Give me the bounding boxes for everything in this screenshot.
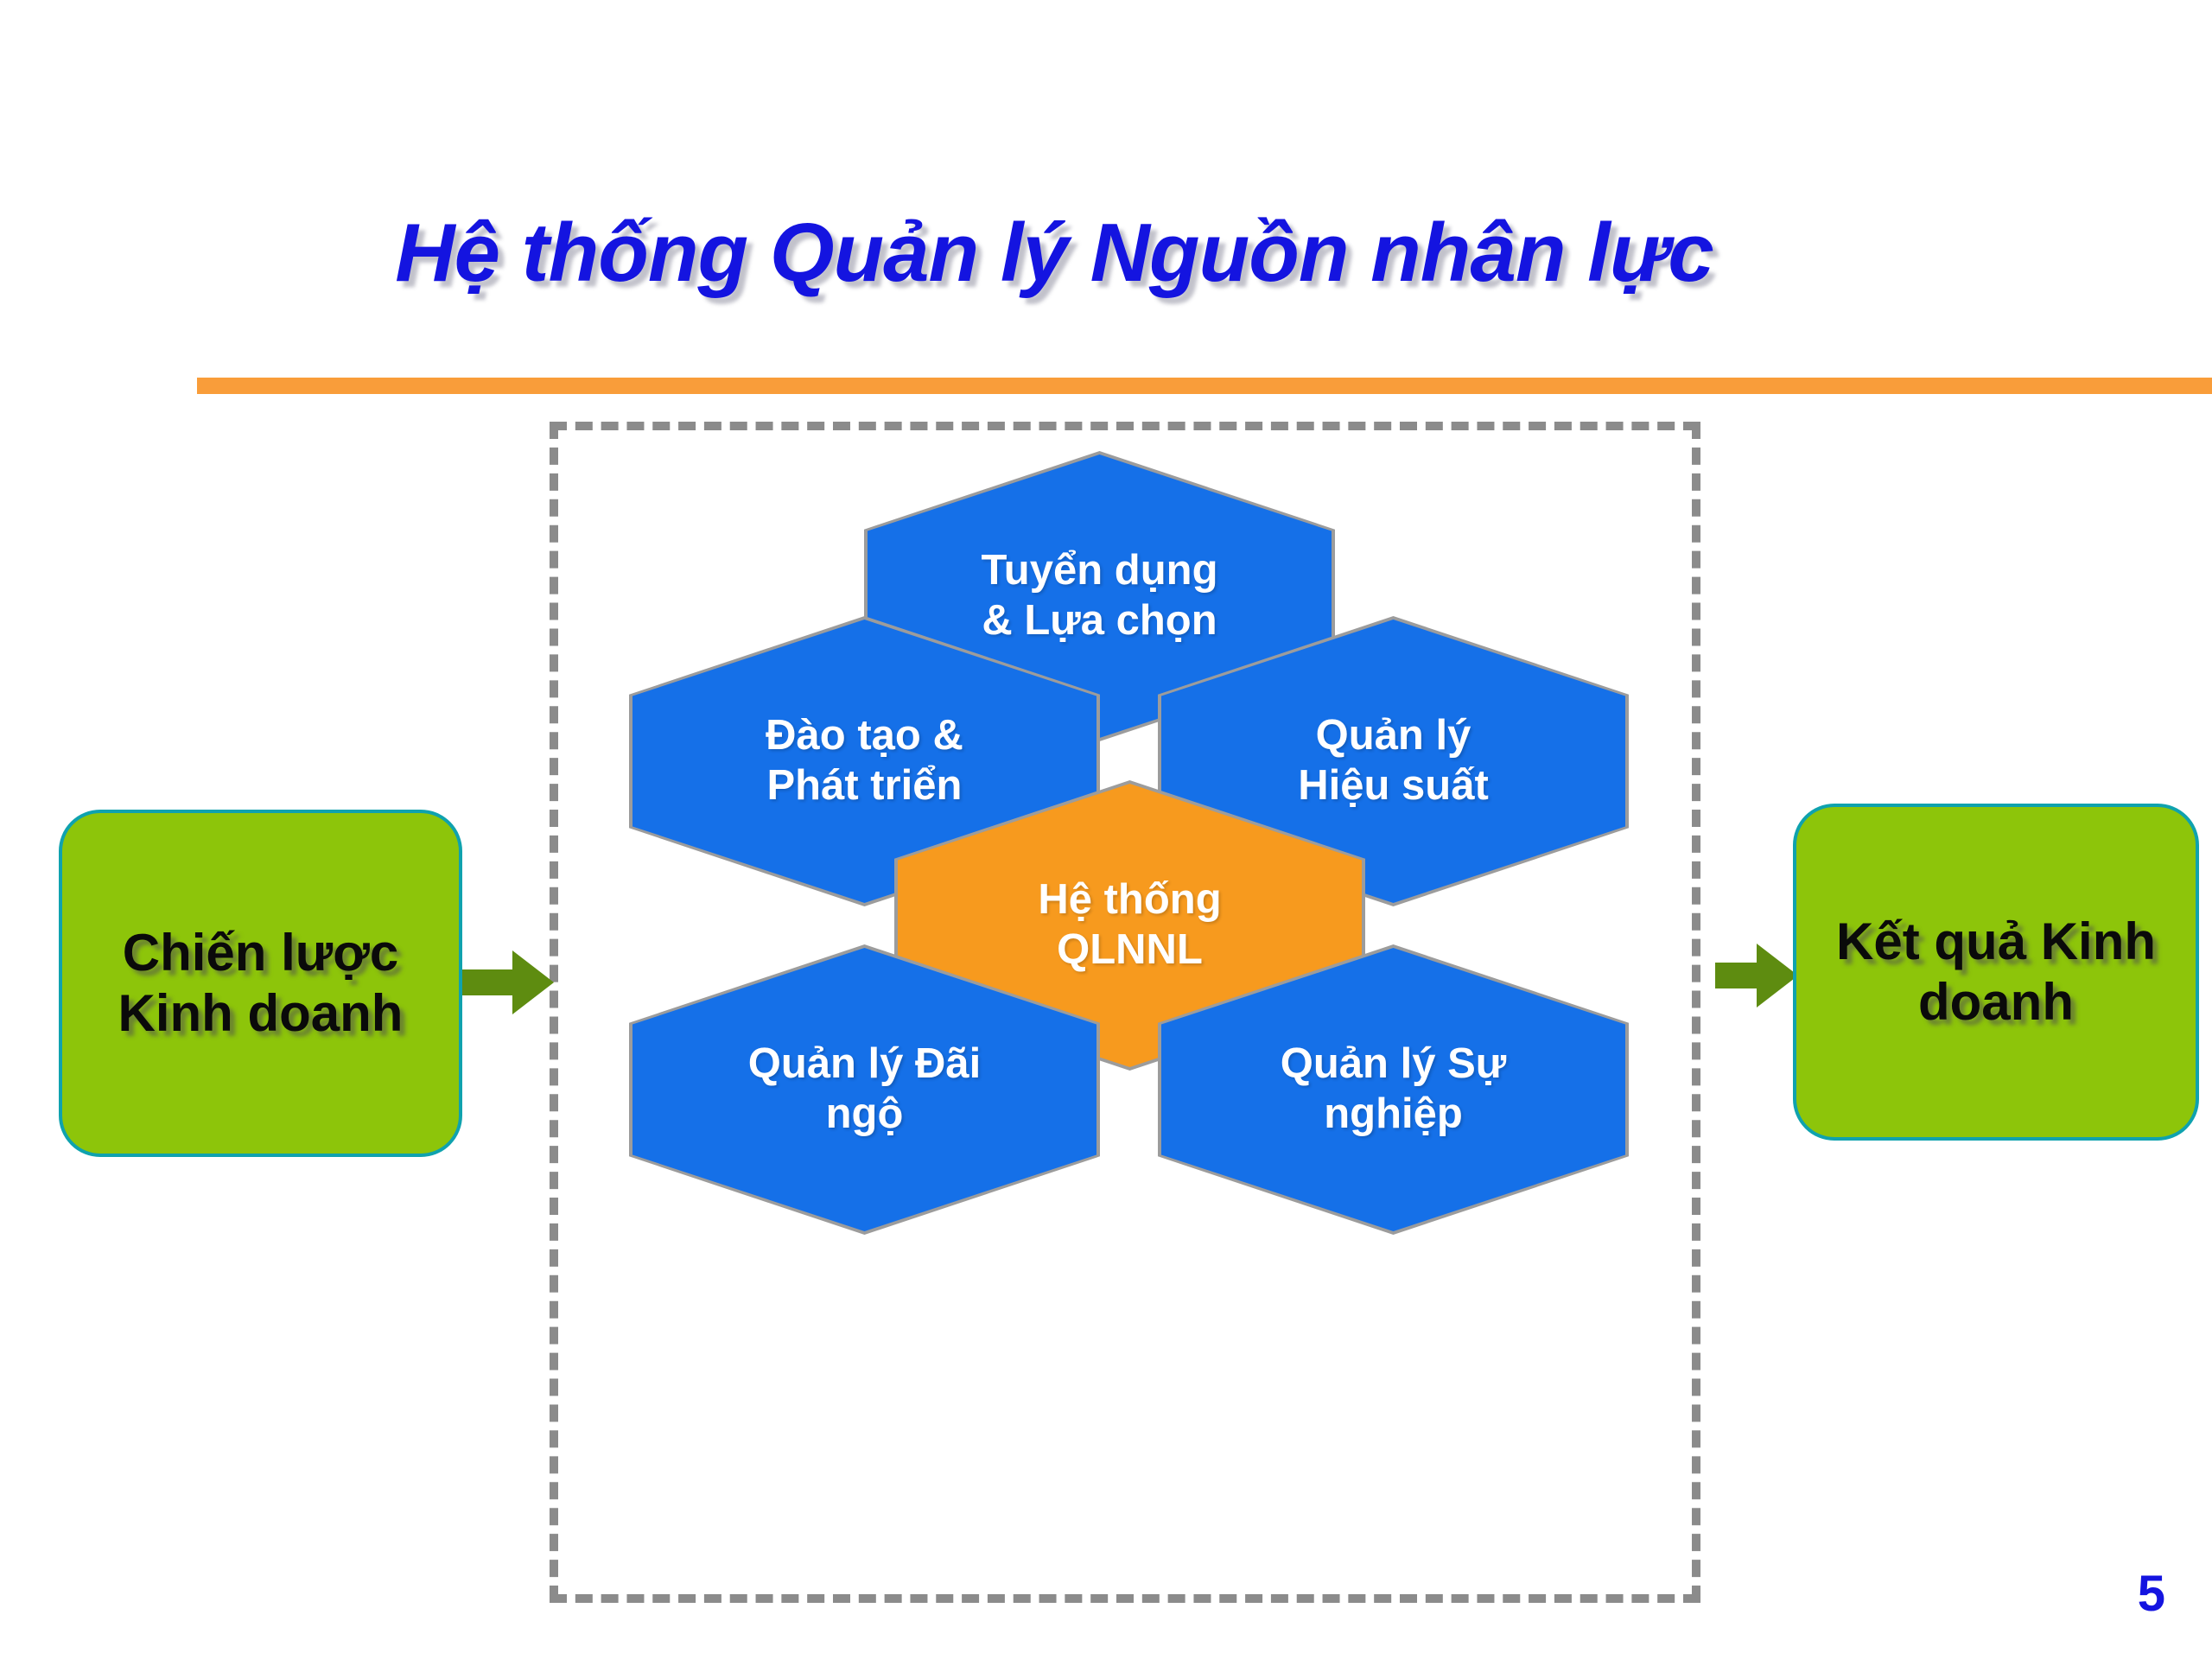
arrow-input-icon bbox=[462, 950, 554, 1014]
hexagon-performance-line2: Hiệu suất bbox=[1298, 762, 1489, 809]
hexagon-recruitment-line1: Tuyển dụng bbox=[981, 547, 1218, 594]
hexagon-compensation-line1: Quản lý Đãi bbox=[747, 1040, 982, 1088]
arrow-output-icon bbox=[1715, 944, 1798, 1007]
business-results-label: Kết quả Kinh doanh bbox=[1836, 912, 2156, 1031]
business-strategy-box[interactable]: Chiến lược Kinh doanh bbox=[59, 810, 462, 1157]
hexagon-career-line1: Quản lý Sự bbox=[1280, 1040, 1507, 1088]
page-number: 5 bbox=[2137, 1566, 2165, 1622]
hexagon-training-line2: Phát triển bbox=[766, 762, 963, 809]
arrow-output-head bbox=[1757, 944, 1798, 1007]
hexagon-career-label: Quản lý Sự nghiệp bbox=[1221, 1039, 1567, 1140]
hrms-framework-container bbox=[550, 422, 1700, 1603]
hexagon-career-line2: nghiệp bbox=[1324, 1090, 1463, 1137]
business-results-box[interactable]: Kết quả Kinh doanh bbox=[1793, 804, 2199, 1141]
hexagon-hrms-core-label: Hệ thống QLNNL bbox=[957, 875, 1303, 976]
business-strategy-label: Chiến lược Kinh doanh bbox=[118, 924, 404, 1042]
arrow-input-head bbox=[512, 950, 554, 1014]
arrow-output-shaft bbox=[1715, 963, 1760, 988]
title-divider-rule bbox=[197, 378, 2212, 394]
arrow-input-shaft bbox=[462, 969, 516, 995]
hexagon-compensation-label: Quản lý Đãi ngộ bbox=[692, 1039, 1038, 1140]
hexagon-hrms-core-line1: Hệ thống bbox=[1038, 876, 1222, 924]
hexagon-recruitment-label: Tuyển dụng & Lựa chọn bbox=[927, 546, 1273, 646]
hexagon-training-line1: Đào tạo & bbox=[766, 712, 963, 760]
hexagon-compensation-line2: ngộ bbox=[825, 1090, 904, 1137]
hexagon-training-label: Đào tạo & Phát triển bbox=[692, 711, 1038, 811]
hexagon-performance-line1: Quản lý bbox=[1315, 712, 1471, 760]
hexagon-recruitment-line2: & Lựa chọn bbox=[982, 597, 1217, 644]
hexagon-performance-label: Quản lý Hiệu suất bbox=[1221, 711, 1567, 811]
hexagon-hrms-core-line2: QLNNL bbox=[1057, 926, 1203, 973]
page-title: Hệ thống Quản lý Nguồn nhân lực bbox=[395, 207, 1713, 299]
